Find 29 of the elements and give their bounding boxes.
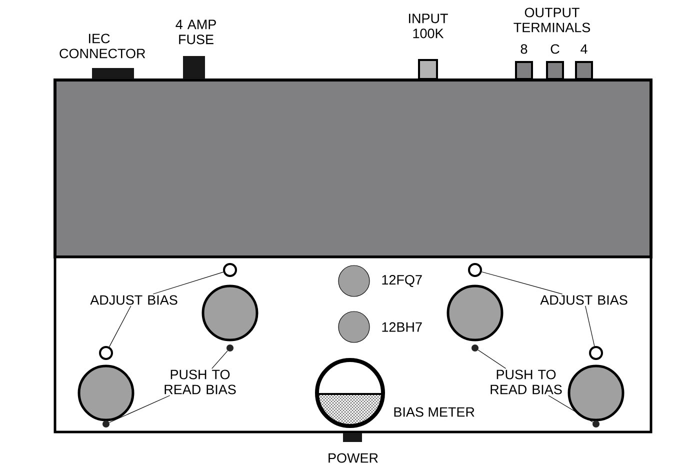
- push-button: [102, 420, 110, 428]
- leader-line: [478, 350, 506, 369]
- leader-line: [585, 306, 595, 346]
- push-button: [472, 344, 478, 352]
- part-label: INPUT 100K: [409, 14, 448, 38]
- callout-label: ADJUST BIAS: [90, 295, 178, 305]
- value-label: 8: [520, 44, 528, 54]
- callout-label: PUSH TO READ BIAS: [164, 370, 236, 394]
- leader-line: [481, 272, 563, 294]
- indicator-ring: [223, 263, 237, 277]
- indicator-ring: [589, 346, 603, 360]
- leader-line: [152, 272, 224, 294]
- leader-line: [212, 350, 228, 369]
- part-label: BIAS METER: [394, 407, 474, 417]
- leader-line: [108, 306, 132, 348]
- indicator-ring: [99, 346, 113, 360]
- callout-label: ADJUST BIAS: [540, 295, 628, 305]
- part-label: IEC CONNECTOR: [60, 34, 146, 58]
- push-button: [592, 420, 600, 428]
- callout-label: PUSH TO READ BIAS: [490, 370, 562, 394]
- indicator-ring: [468, 263, 482, 277]
- value-label: 4: [580, 44, 588, 54]
- part-label: POWER: [328, 453, 378, 463]
- part-label: OUTPUT TERMINALS: [514, 8, 590, 32]
- part-label: 12FQ7: [382, 275, 422, 287]
- part-label: 4 AMP FUSE: [176, 20, 216, 44]
- push-button: [226, 344, 234, 352]
- value-label: C: [550, 44, 560, 54]
- part-label: 12BH7: [382, 322, 422, 332]
